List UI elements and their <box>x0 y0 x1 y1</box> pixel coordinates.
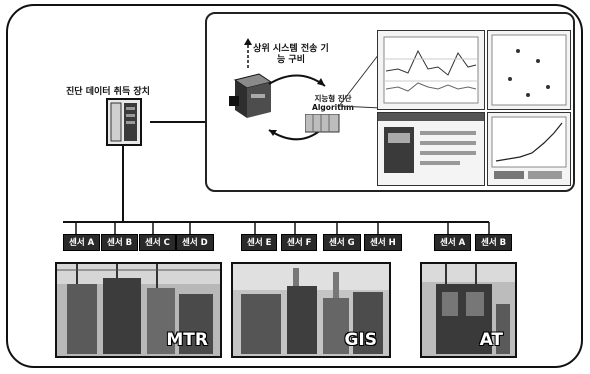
sensor-at-a: 센서 A <box>434 234 472 251</box>
equipment-label-at: AT <box>479 330 503 350</box>
sensor-gis-g: 센서 G <box>323 234 361 251</box>
callout-lines <box>338 53 382 109</box>
scatter-chart-icon <box>491 34 567 106</box>
line-graph-icon <box>491 116 567 179</box>
transformer-photo <box>57 264 220 356</box>
equipment-label-mtr: MTR <box>166 330 208 350</box>
sensor-at-b: 센서 B <box>475 234 513 251</box>
sensor-gis-h: 센서 H <box>364 234 402 251</box>
equipment-label-gis: GIS <box>344 330 377 350</box>
drop-lines <box>75 222 490 234</box>
algorithm-label: 지능형 진단 Algorithm <box>301 94 365 112</box>
server-icon <box>229 73 273 118</box>
cycle-arrows-icon <box>268 74 330 141</box>
sensor-mtr-c: 센서 C <box>139 234 176 251</box>
sensor-mtr-d: 센서 D <box>176 234 214 251</box>
trend-chart-icon <box>383 36 479 104</box>
photo-at: AT <box>420 262 517 358</box>
scatter-screen <box>487 30 571 110</box>
photo-mtr: MTR <box>55 262 222 358</box>
autotransformer-photo <box>422 264 515 356</box>
monitor-screen <box>377 112 485 186</box>
gis-photo <box>233 264 389 356</box>
photo-gis: GIS <box>231 262 391 358</box>
algorithm-text: 지능형 진단 Algorithm <box>312 94 354 112</box>
graph-screen <box>487 112 571 186</box>
outer-frame <box>6 4 583 368</box>
acquisition-device-icon <box>106 98 142 146</box>
upper-system-label: 상위 시스템 전송 기능 구비 <box>251 44 331 66</box>
sensor-gis-e: 센서 E <box>241 234 278 251</box>
diagnosis-panel: 상위 시스템 전송 기능 구비 지능형 진단 Algorithm <box>205 12 575 192</box>
trend-screen <box>377 30 485 110</box>
device-label: 진단 데이터 취득 장치 <box>66 87 150 97</box>
monitor-view-icon <box>378 113 484 173</box>
sensor-mtr-a: 센서 A <box>63 234 101 251</box>
sensor-gis-f: 센서 F <box>281 234 318 251</box>
upper-system-text: 상위 시스템 전송 기능 구비 <box>253 44 329 65</box>
algorithm-module-icon <box>305 114 340 133</box>
sensor-mtr-b: 센서 B <box>101 234 139 251</box>
arrow-up-icon <box>244 38 252 68</box>
